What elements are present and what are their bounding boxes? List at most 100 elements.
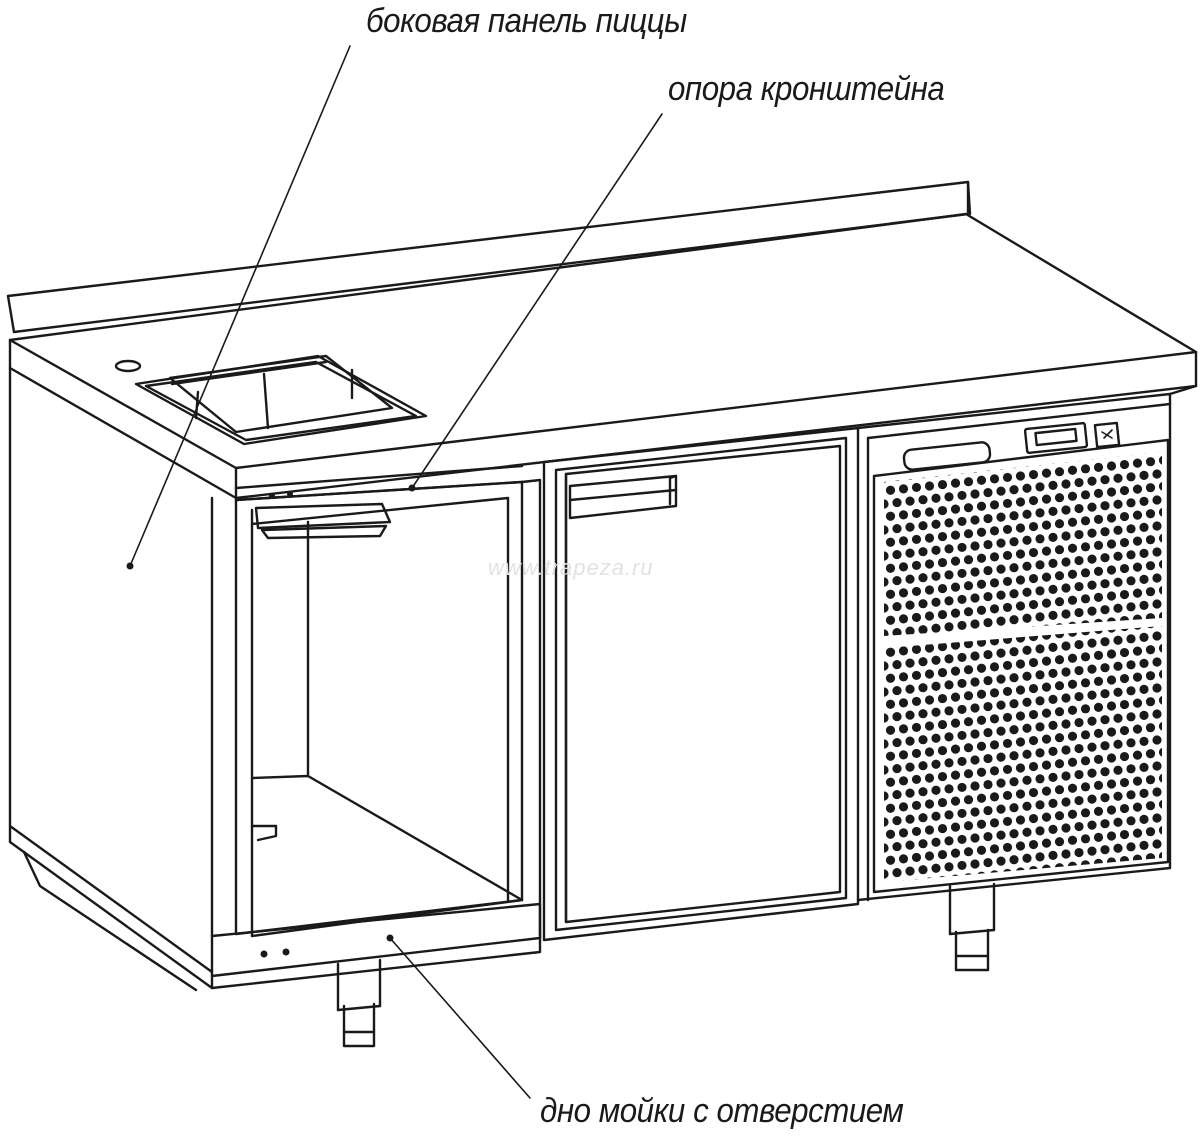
vent-hole bbox=[1152, 469, 1162, 479]
vent-hole bbox=[970, 651, 980, 661]
vent-hole bbox=[911, 534, 922, 545]
vent-hole bbox=[1080, 756, 1091, 766]
vent-hole bbox=[1132, 562, 1143, 572]
vent-hole bbox=[1106, 831, 1117, 841]
vent-hole bbox=[957, 834, 967, 845]
vent-hole bbox=[944, 518, 954, 528]
vent-hole bbox=[996, 856, 1006, 866]
vent-hole bbox=[996, 726, 1006, 736]
vent-hole bbox=[1100, 741, 1110, 751]
vent-hole bbox=[1132, 776, 1143, 786]
vent-hole bbox=[1002, 634, 1013, 645]
vent-hole bbox=[1041, 838, 1052, 848]
vent-hole bbox=[1152, 495, 1162, 505]
vent-hole bbox=[944, 836, 954, 846]
vent-hole bbox=[1119, 751, 1130, 762]
vent-hole bbox=[1022, 587, 1032, 597]
vent-hole bbox=[905, 840, 915, 850]
vent-hole bbox=[1132, 724, 1143, 734]
vent-hole bbox=[885, 615, 896, 625]
vent-hole bbox=[957, 516, 967, 527]
vent-hole bbox=[983, 487, 993, 498]
vent-hole bbox=[1100, 527, 1110, 537]
vent-hole bbox=[1009, 615, 1019, 625]
vent-hole bbox=[918, 709, 928, 719]
vent-hole bbox=[918, 735, 928, 745]
vent-hole bbox=[1035, 508, 1045, 518]
vent-hole bbox=[1054, 519, 1065, 529]
vent-hole bbox=[1113, 791, 1123, 801]
vent-hole bbox=[905, 496, 915, 506]
vent-hole bbox=[1015, 763, 1026, 773]
vent-hole bbox=[1158, 643, 1162, 653]
vent-hole bbox=[996, 830, 1006, 840]
vent-hole bbox=[1015, 575, 1026, 585]
vent-hole bbox=[911, 670, 922, 681]
vent-hole bbox=[1035, 826, 1045, 836]
vent-hole bbox=[1067, 705, 1078, 715]
vent-hole bbox=[1152, 735, 1162, 745]
vent-hole bbox=[924, 585, 935, 595]
vent-hole bbox=[885, 803, 896, 813]
vent-hole bbox=[885, 751, 896, 761]
vent-hole bbox=[1145, 827, 1156, 837]
vent-hole bbox=[1087, 580, 1097, 590]
vent-hole bbox=[937, 745, 948, 756]
vent-hole bbox=[996, 590, 1006, 600]
vent-hole bbox=[898, 802, 909, 812]
vent-hole bbox=[1067, 783, 1078, 793]
vent-hole bbox=[1158, 695, 1162, 705]
vent-hole bbox=[911, 852, 922, 863]
vent-hole bbox=[1126, 842, 1136, 852]
vent-hole bbox=[937, 771, 948, 782]
vent-hole bbox=[957, 542, 967, 553]
vent-hole bbox=[957, 730, 967, 741]
vent-hole bbox=[1022, 879, 1032, 882]
vent-hole bbox=[970, 619, 980, 629]
vent-hole bbox=[1041, 630, 1052, 640]
vent-hole bbox=[1002, 686, 1013, 697]
vent-hole bbox=[1067, 543, 1078, 553]
vent-hole bbox=[884, 791, 889, 801]
vent-hole bbox=[1035, 852, 1045, 862]
vent-hole bbox=[1054, 785, 1065, 795]
vent-hole bbox=[898, 536, 909, 546]
vent-hole bbox=[884, 629, 889, 636]
vent-hole bbox=[1022, 509, 1032, 519]
vent-hole bbox=[989, 818, 1000, 828]
vent-hole bbox=[1080, 626, 1091, 636]
vent-hole bbox=[989, 740, 1000, 750]
vent-hole bbox=[1054, 863, 1065, 873]
drain-hole-icon bbox=[114, 359, 142, 373]
vent-hole bbox=[1100, 637, 1110, 647]
vent-hole bbox=[1145, 775, 1156, 785]
vent-hole bbox=[918, 521, 928, 531]
vent-hole bbox=[1067, 679, 1078, 689]
vent-hole bbox=[983, 779, 993, 790]
vent-hole bbox=[937, 505, 948, 516]
vent-hole bbox=[898, 562, 909, 572]
vent-hole bbox=[924, 611, 935, 621]
vent-hole bbox=[989, 870, 1000, 880]
vent-hole bbox=[1113, 499, 1123, 509]
vent-hole bbox=[931, 545, 941, 555]
vent-hole bbox=[957, 704, 967, 715]
vent-hole bbox=[1100, 715, 1110, 725]
vent-hole bbox=[905, 814, 915, 824]
vent-hole bbox=[884, 843, 889, 853]
vent-hole bbox=[1061, 849, 1071, 859]
vent-hole bbox=[996, 804, 1006, 814]
vent-hole bbox=[944, 758, 954, 768]
vent-hole bbox=[950, 770, 961, 780]
vent-hole bbox=[1113, 843, 1123, 853]
vent-hole bbox=[1139, 736, 1149, 747]
vent-hole bbox=[976, 793, 987, 803]
vent-hole bbox=[950, 666, 961, 676]
vent-hole bbox=[911, 644, 922, 655]
vent-hole bbox=[957, 568, 967, 579]
vent-hole bbox=[996, 752, 1006, 762]
vent-hole bbox=[950, 692, 961, 702]
vent-hole bbox=[1106, 701, 1117, 711]
vent-hole bbox=[1087, 768, 1097, 778]
vent-hole bbox=[957, 860, 967, 871]
